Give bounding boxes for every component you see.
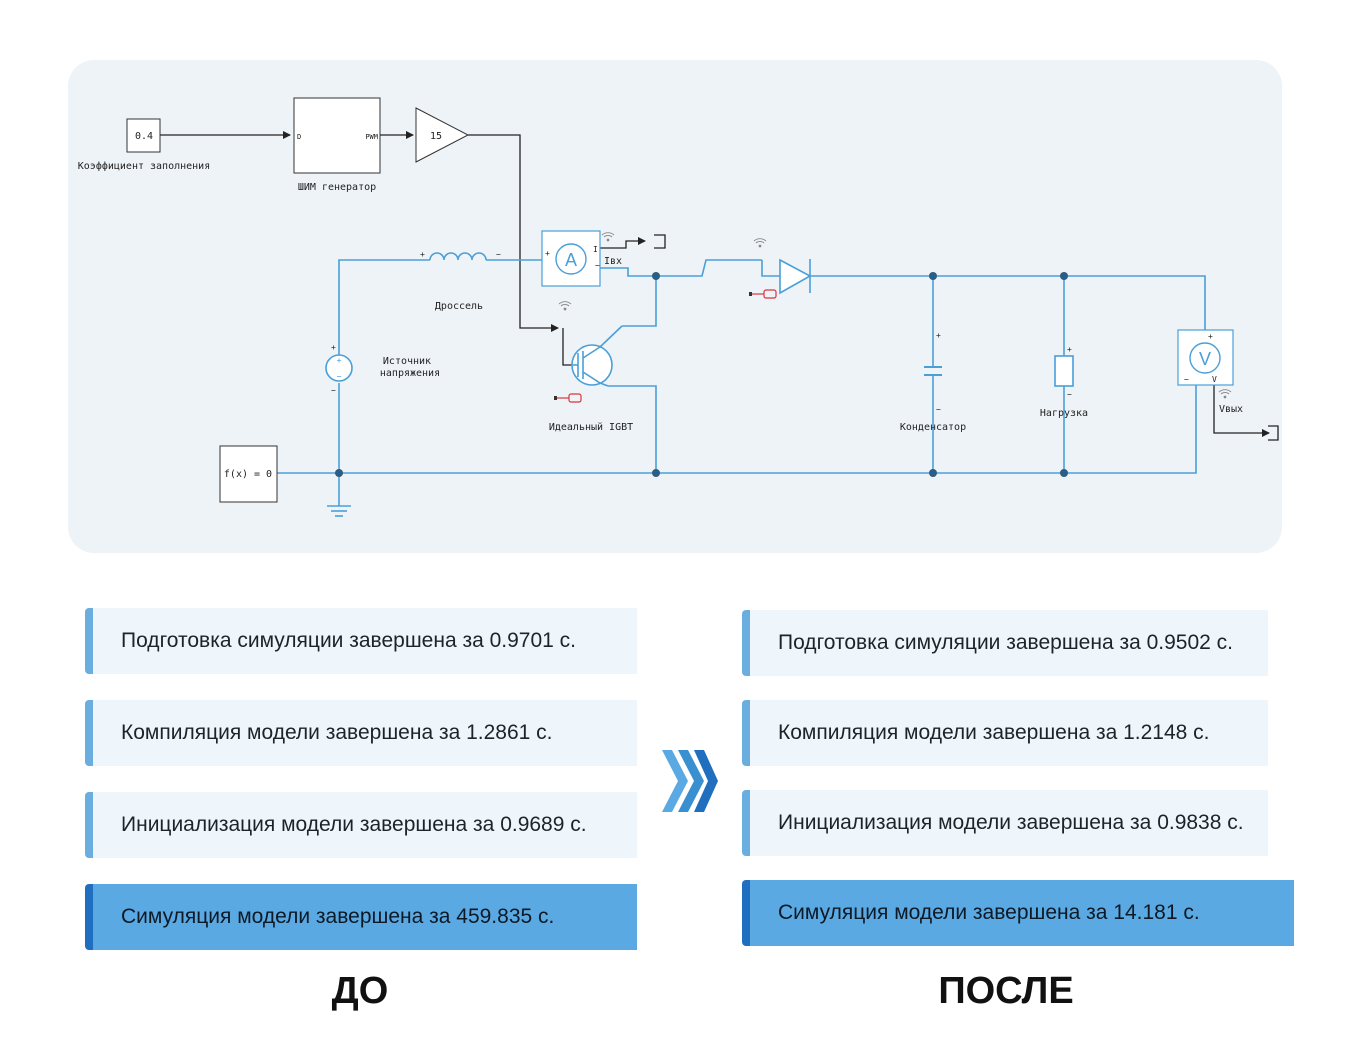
ammeter-symbol: A [565, 250, 577, 270]
after-log-compile: Компиляция модели завершена за 1.2148 с. [742, 700, 1268, 766]
wifi-signal-icon [1218, 389, 1232, 399]
before-log-prep-text: Подготовка симуляции завершена за 0.9701… [121, 629, 577, 652]
ammeter-port-i: I [593, 245, 598, 254]
terminator-icon [654, 234, 666, 249]
pwm-port-d: D [297, 133, 301, 141]
after-log-compile-text: Компиляция модели завершена за 1.2148 с. [778, 721, 1210, 744]
load-minus: − [1067, 390, 1072, 399]
after-log-simulation-text: Симуляция модели завершена за 14.181 с. [778, 901, 1200, 924]
capacitor-label: Конденсатор [900, 422, 966, 433]
after-log-init: Инициализация модели завершена за 0.9838… [742, 790, 1268, 856]
pwm-generator-block[interactable]: D PWM [293, 97, 381, 174]
after-log-simulation: Симуляция модели завершена за 14.181 с. [742, 880, 1294, 946]
load-label: Нагрузка [1040, 408, 1088, 419]
voltmeter-output-label: Vвых [1219, 404, 1243, 415]
gain-block[interactable]: 15 [415, 107, 470, 163]
duty-cycle-constant-block[interactable]: 0.4 [126, 118, 161, 153]
ammeter-component[interactable]: A + − I [541, 230, 601, 287]
source-label-line1: Источник [383, 356, 431, 367]
duty-constant-value: 0.4 [135, 131, 153, 142]
source-plus: + [331, 343, 336, 352]
capacitor-minus: − [936, 405, 941, 414]
probe-icon[interactable] [749, 289, 777, 299]
voltmeter-plus: + [1208, 332, 1213, 341]
solver-label: f(x) = 0 [224, 469, 272, 480]
after-log-prep-text: Подготовка симуляции завершена за 0.9502… [778, 631, 1234, 654]
wifi-signal-icon [601, 232, 615, 242]
inductor-minus: − [496, 250, 501, 259]
inductor-label: Дроссель [435, 301, 483, 312]
capacitor-component[interactable]: + − [924, 331, 942, 414]
before-log-compile: Компиляция модели завершена за 1.2861 с. [85, 700, 637, 766]
circuit-diagram-panel: 0.4 Коэффициент заполнения D PWM ШИМ ген… [68, 60, 1282, 553]
power-wires [277, 259, 1206, 506]
probe-icon[interactable] [554, 393, 582, 403]
wifi-signal-icon [558, 301, 572, 311]
svg-text:+: + [337, 356, 342, 365]
before-log-init-text: Инициализация модели завершена за 0.9689… [121, 813, 587, 836]
voltage-source-component[interactable]: + − + − [325, 343, 353, 395]
before-log-simulation: Симуляция модели завершена за 459.835 с. [85, 884, 637, 950]
terminator-icon [1268, 425, 1279, 441]
ground-icon [327, 505, 351, 517]
source-label-line2: напряжения [380, 368, 440, 379]
after-title: ПОСЛЕ [938, 970, 1074, 1012]
voltmeter-port-v: V [1212, 375, 1217, 384]
ammeter-plus: + [545, 249, 550, 258]
pwm-generator-label: ШИМ генератор [298, 182, 376, 193]
solver-config-block[interactable]: f(x) = 0 [219, 445, 278, 503]
before-log-init: Инициализация модели завершена за 0.9689… [85, 792, 637, 858]
ammeter-output-label: Iвх [604, 256, 622, 267]
after-log-prep: Подготовка симуляции завершена за 0.9502… [742, 610, 1268, 676]
junction-nodes [335, 272, 1068, 477]
wifi-signal-icon [753, 238, 767, 248]
igbt-label: Идеальный IGBT [549, 421, 633, 433]
inductor-plus: + [420, 250, 425, 259]
signal-wires [160, 131, 1270, 437]
after-log-init-text: Инициализация модели завершена за 0.9838… [778, 811, 1244, 834]
pwm-port-pwm: PWM [365, 133, 378, 141]
ammeter-minus: − [595, 261, 600, 270]
load-resistor-component[interactable]: + − [1054, 345, 1074, 399]
load-plus: + [1067, 345, 1072, 354]
circuit-schematic: 0.4 Коэффициент заполнения D PWM ШИМ ген… [78, 97, 1279, 517]
voltmeter-component[interactable]: V + − V [1177, 329, 1234, 386]
before-log-prep: Подготовка симуляции завершена за 0.9701… [85, 608, 637, 674]
igbt-component[interactable] [571, 325, 623, 387]
duty-cycle-label: Коэффициент заполнения [78, 160, 210, 172]
before-title: ДО [331, 970, 389, 1012]
before-log-compile-text: Компиляция модели завершена за 1.2861 с. [121, 721, 553, 744]
triple-chevron-right-icon [662, 750, 718, 812]
voltmeter-minus: − [1184, 375, 1189, 384]
diode-component[interactable] [761, 258, 812, 295]
before-log-simulation-text: Симуляция модели завершена за 459.835 с. [121, 905, 555, 928]
source-minus: − [331, 386, 336, 395]
inductor-component[interactable]: + − [420, 250, 501, 261]
capacitor-plus: + [936, 331, 941, 340]
voltmeter-symbol: V [1199, 349, 1211, 369]
gain-value: 15 [430, 131, 442, 142]
svg-text:−: − [337, 372, 342, 381]
